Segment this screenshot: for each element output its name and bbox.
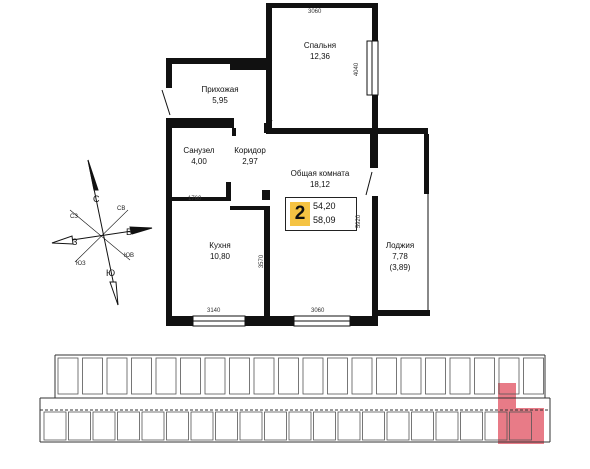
room-bathroom: Санузел 4,00	[172, 145, 226, 167]
room-area: 4,00	[191, 157, 207, 166]
site-unit	[68, 411, 91, 441]
site-unit	[215, 411, 238, 441]
room-area: 7,78	[392, 252, 408, 261]
area-total: 54,20	[313, 201, 336, 211]
room-area: 2,97	[242, 157, 258, 166]
room-hallway: Прихожая 5,95	[180, 84, 260, 106]
site-unit	[239, 411, 263, 441]
site-unit	[229, 357, 250, 395]
room-area: 5,95	[212, 96, 228, 105]
room-name: Коридор	[234, 146, 266, 155]
site-unit	[484, 411, 508, 441]
site-unit	[327, 357, 348, 395]
room-bedroom: Спальня 12,36	[280, 40, 360, 62]
compass-east: В	[126, 227, 133, 237]
compass-se: ЮВ	[124, 253, 135, 259]
site-unit	[278, 357, 299, 395]
room-loggia: Лоджия 7,78 (3,89)	[378, 240, 422, 273]
compass-west: З	[72, 237, 78, 247]
site-unit	[362, 411, 385, 441]
compass-north: С	[93, 194, 100, 204]
site-unit	[92, 411, 116, 441]
compass-sw: ЮЗ	[76, 261, 86, 267]
site-unit	[166, 411, 189, 441]
dim-bedroom-side: 4040	[354, 62, 361, 77]
site-unit	[313, 411, 336, 441]
room-area: 10,80	[209, 252, 231, 261]
site-unit	[43, 411, 67, 441]
dim-kitchen-bottom: 3140	[207, 308, 221, 314]
room-name: Кухня	[209, 241, 231, 250]
site-unit	[509, 411, 532, 441]
site-unit	[498, 357, 520, 395]
room-area: 12,36	[309, 52, 331, 61]
site-unit	[425, 357, 446, 395]
windows	[192, 40, 429, 327]
site-unit	[435, 411, 459, 441]
site-unit	[411, 411, 434, 441]
dim-living-bottom: 3060	[311, 308, 325, 314]
area-full: 58,09	[313, 215, 336, 225]
site-unit	[400, 357, 422, 395]
room-kitchen: Кухня 10,80	[180, 240, 260, 262]
site-unit	[204, 357, 226, 395]
site-unit	[155, 357, 177, 395]
site-unit	[302, 357, 324, 395]
room-area: 18,12	[309, 180, 331, 189]
site-unit	[117, 411, 140, 441]
site-unit	[376, 357, 397, 395]
room-name: Лоджия	[385, 241, 415, 250]
site-unit	[288, 411, 312, 441]
site-unit	[82, 357, 103, 395]
site-unit	[180, 357, 201, 395]
doors	[161, 89, 373, 196]
room-count: 2	[290, 202, 310, 226]
room-name: Спальня	[303, 41, 337, 50]
compass-south: Ю	[106, 268, 116, 278]
room-name: Общая комната	[290, 169, 350, 178]
site-unit	[131, 357, 152, 395]
site-plan	[39, 354, 551, 444]
site-unit	[351, 357, 373, 395]
site-unit	[460, 411, 483, 441]
site-unit	[337, 411, 361, 441]
site-unit	[386, 411, 410, 441]
dim-kitchen-side: 3570	[259, 254, 266, 269]
dim-top-bedroom: 3060	[308, 9, 322, 15]
walls	[166, 3, 430, 326]
room-living: Общая комната 18,12	[276, 168, 364, 190]
room-name: Прихожая	[201, 85, 239, 94]
site-unit	[449, 357, 471, 395]
dim-living-side: 5920	[356, 214, 363, 229]
site-unit	[253, 357, 275, 395]
dim-bath: 1760	[188, 196, 202, 202]
room-corridor: Коридор 2,97	[228, 145, 272, 167]
site-unit	[57, 357, 79, 395]
compass-ne: СВ	[117, 206, 126, 212]
site-unit	[141, 411, 165, 441]
site-unit	[190, 411, 214, 441]
room-name: Санузел	[183, 146, 215, 155]
room-area-reduced: (3,89)	[389, 263, 411, 272]
site-unit	[474, 357, 495, 395]
apartment-badge: 2 54,20 58,09	[285, 197, 357, 231]
compass-rose	[51, 159, 153, 306]
site-unit	[264, 411, 287, 441]
site-unit	[106, 357, 128, 395]
site-unit	[523, 357, 544, 395]
site-plan-units	[43, 357, 544, 441]
compass-nw: СЗ	[70, 214, 78, 220]
